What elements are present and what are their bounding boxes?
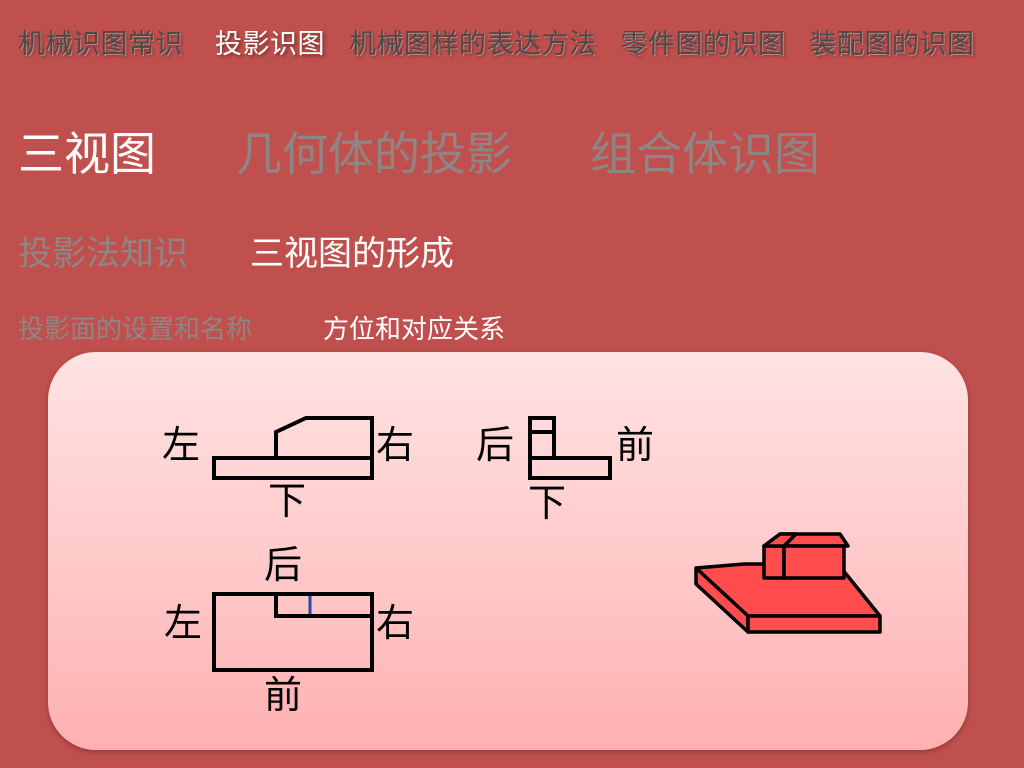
tab-composite-reading[interactable]: 组合体识图 — [590, 127, 820, 181]
solid-3d-model — [694, 532, 882, 634]
top-view-bottom-label: 前 — [264, 673, 302, 717]
content-panel: 左 右 下 后 前 下 后 左 右 前 — [48, 352, 968, 750]
side-view-left-label: 后 — [476, 423, 514, 467]
front-view-right-label: 右 — [376, 423, 414, 467]
tab-projection-plane-names[interactable]: 投影面的设置和名称 — [18, 315, 253, 345]
side-view-bottom-label: 下 — [528, 481, 566, 525]
nav-item-part-drawing-reading[interactable]: 零件图的识图 — [620, 29, 786, 60]
nav-item-mechanical-drawing-basics[interactable]: 机械识图常识 — [18, 29, 183, 60]
side-view-base — [528, 456, 612, 480]
front-view-bottom-label: 下 — [268, 479, 306, 523]
nav-item-drawing-expression-methods[interactable]: 机械图样的表达方法 — [349, 29, 597, 60]
three-view-diagram: 左 右 下 后 前 下 后 左 右 前 — [162, 416, 882, 717]
nav-item-assembly-drawing-reading[interactable]: 装配图的识图 — [809, 29, 975, 60]
top-navigation: 机械识图常识 投影识图 机械图样的表达方法 零件图的识图 装配图的识图 — [18, 22, 1014, 61]
side-view-upright — [528, 416, 556, 460]
top-view-right-label: 右 — [376, 601, 414, 645]
nav-spacer — [597, 22, 621, 61]
nav-spacer — [183, 22, 215, 61]
side-view-right-label: 前 — [616, 423, 654, 467]
nav-item-projection-reading[interactable]: 投影识图 — [215, 29, 325, 60]
top-view-outline — [212, 592, 374, 672]
tab-three-views[interactable]: 三视图 — [18, 127, 156, 181]
nav-spacer — [786, 22, 810, 61]
tab-orientation-correspondence[interactable]: 方位和对应关系 — [323, 315, 506, 345]
top-view-top-label: 后 — [264, 543, 302, 587]
tab-geometric-projection[interactable]: 几何体的投影 — [236, 127, 512, 181]
top-view-left-label: 左 — [164, 601, 202, 645]
front-view-outline — [212, 416, 374, 480]
tab-three-view-formation[interactable]: 三视图的形成 — [250, 234, 454, 274]
top-view-line — [274, 594, 372, 618]
nav-spacer — [325, 22, 349, 61]
front-view-left-label: 左 — [162, 423, 200, 467]
tab-projection-knowledge[interactable]: 投影法知识 — [18, 234, 188, 274]
